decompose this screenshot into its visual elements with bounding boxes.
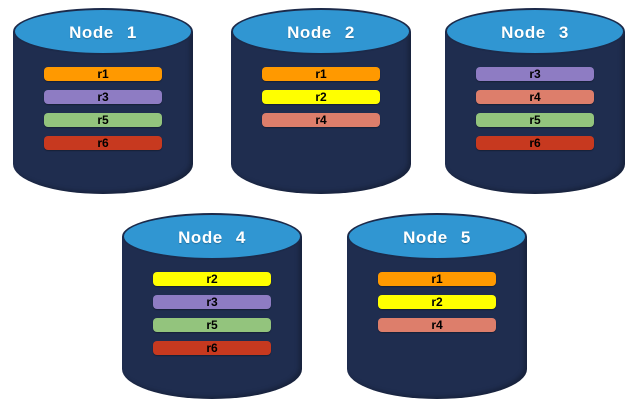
replica-list: r1 r2 r4 (378, 272, 496, 332)
replica-bar-r6: r6 (44, 136, 162, 150)
replica-list: r1 r3 r5 r6 (44, 67, 162, 150)
cylinder-top-ellipse: Node 1 (13, 8, 193, 55)
replica-bar-r3: r3 (153, 295, 271, 309)
database-node: Node 4 r2 r3 r5 r6 (122, 213, 302, 399)
cylinder-top-ellipse: Node 3 (445, 8, 625, 55)
replica-bar-r4: r4 (262, 113, 380, 127)
cylinder-top-ellipse: Node 2 (231, 8, 411, 55)
replica-list: r3 r4 r5 r6 (476, 67, 594, 150)
replica-bar-r2: r2 (153, 272, 271, 286)
replica-bar-r3: r3 (44, 90, 162, 104)
replica-bar-r4: r4 (378, 318, 496, 332)
replica-bar-r2: r2 (262, 90, 380, 104)
database-node: Node 5 r1 r2 r4 (347, 213, 527, 399)
replica-bar-r1: r1 (262, 67, 380, 81)
cylinder-top-ellipse: Node 4 (122, 213, 302, 260)
node-label: Node 5 (403, 227, 471, 247)
replica-bar-r3: r3 (476, 67, 594, 81)
node-label: Node 2 (287, 22, 355, 42)
replica-bar-r5: r5 (476, 113, 594, 127)
replica-bar-r1: r1 (378, 272, 496, 286)
replica-bar-r6: r6 (476, 136, 594, 150)
node-label: Node 1 (69, 22, 137, 42)
database-node: Node 1 r1 r3 r5 r6 (13, 8, 193, 194)
replica-bar-r5: r5 (44, 113, 162, 127)
replica-list: r1 r2 r4 (262, 67, 380, 127)
replica-bar-r4: r4 (476, 90, 594, 104)
node-label: Node 4 (178, 227, 246, 247)
node-label: Node 3 (501, 22, 569, 42)
replica-bar-r5: r5 (153, 318, 271, 332)
replica-list: r2 r3 r5 r6 (153, 272, 271, 355)
replica-bar-r6: r6 (153, 341, 271, 355)
database-node: Node 3 r3 r4 r5 r6 (445, 8, 625, 194)
replica-bar-r1: r1 (44, 67, 162, 81)
database-node: Node 2 r1 r2 r4 (231, 8, 411, 194)
cylinder-top-ellipse: Node 5 (347, 213, 527, 260)
replica-bar-r2: r2 (378, 295, 496, 309)
